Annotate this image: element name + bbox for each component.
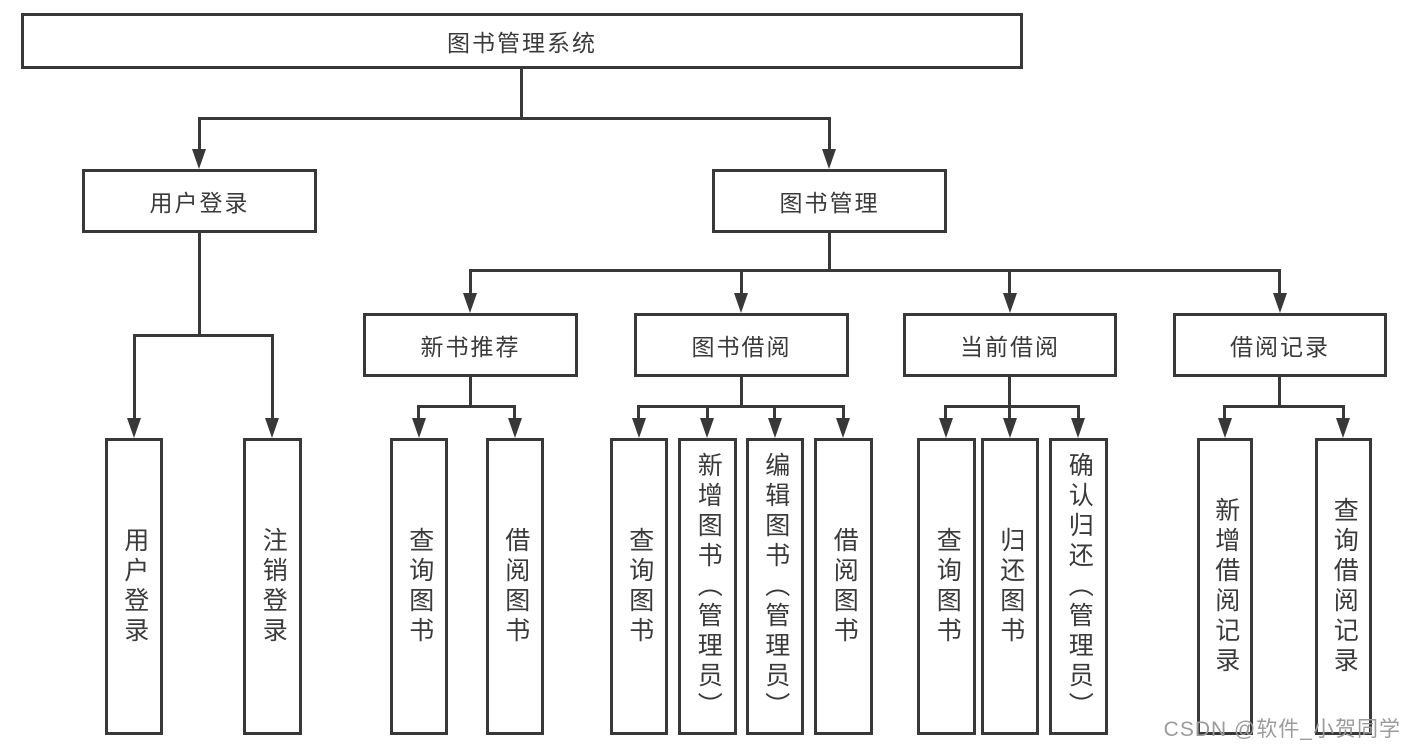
edge-line [198, 233, 201, 337]
leaf-edit-book-admin: 编辑图书（管理员） [746, 438, 804, 735]
node-current-borrowing: 当前借阅 [903, 313, 1117, 377]
node-user-login: 用户登录 [82, 169, 317, 233]
node-book-borrowing: 图书借阅 [634, 313, 849, 377]
edge-line [469, 377, 472, 408]
edge-arrowhead [632, 418, 646, 438]
edge-line [773, 405, 776, 420]
leaf-label: 确认归还（管理员） [1065, 451, 1094, 722]
edge-arrowhead [734, 293, 748, 313]
edge-line [740, 377, 743, 408]
leaf-label: 归还图书 [996, 526, 1025, 647]
edge-line [1342, 405, 1345, 420]
edge-arrowhead [265, 418, 279, 438]
leaf-label: 编辑图书（管理员） [761, 451, 790, 722]
edge-line [1077, 405, 1080, 420]
leaf-label: 查询借阅记录 [1330, 496, 1359, 677]
leaf-borrow-books-borrowing: 借阅图书 [814, 438, 873, 735]
leaf-label: 查询图书 [933, 526, 962, 647]
leaf-label: 查询图书 [625, 526, 654, 647]
edge-line [1008, 377, 1011, 408]
edge-line [828, 117, 831, 150]
leaf-label: 注销登录 [259, 526, 288, 647]
edge-line [637, 405, 844, 408]
edge-arrowhead [1003, 418, 1017, 438]
edge-arrowhead [412, 418, 426, 438]
edge-line [1008, 269, 1011, 293]
edge-line [706, 405, 709, 420]
leaf-return-book: 归还图书 [981, 438, 1039, 735]
leaf-query-books-recommend: 查询图书 [390, 438, 448, 735]
edge-line [944, 405, 1080, 408]
edge-arrowhead [1003, 293, 1017, 313]
leaf-user-login: 用户登录 [105, 438, 163, 735]
edge-line [828, 233, 831, 271]
leaf-logout: 注销登录 [243, 438, 302, 735]
edge-line [740, 269, 743, 293]
edge-arrowhead [127, 418, 141, 438]
leaf-borrow-books-recommend: 借阅图书 [486, 438, 544, 735]
leaf-confirm-return-admin: 确认归还（管理员） [1049, 438, 1108, 735]
edge-arrowhead [463, 293, 477, 313]
edge-arrowhead [1218, 418, 1232, 438]
leaf-label: 用户登录 [120, 526, 149, 647]
edge-line [469, 269, 472, 293]
leaf-query-books-borrowing: 查询图书 [610, 438, 668, 735]
node-borrowing-records: 借阅记录 [1173, 313, 1387, 377]
edge-line [1008, 405, 1011, 420]
edge-line [520, 69, 523, 120]
edge-line [469, 269, 1281, 272]
edge-line [133, 334, 136, 418]
edge-line [1278, 269, 1281, 293]
edge-line [198, 117, 831, 120]
edge-arrowhead [1071, 418, 1085, 438]
node-book-management: 图书管理 [712, 169, 947, 233]
edge-line [417, 405, 420, 420]
node-new-book-recommendation: 新书推荐 [363, 313, 578, 377]
edge-line [1278, 377, 1281, 408]
edge-line [842, 405, 845, 420]
edge-line [1223, 405, 1226, 420]
leaf-label: 借阅图书 [830, 526, 859, 647]
leaf-query-borrow-record: 查询借阅记录 [1315, 438, 1372, 735]
edge-line [133, 334, 274, 337]
leaf-label: 新增借阅记录 [1211, 496, 1240, 677]
edge-arrowhead [822, 149, 836, 169]
edge-arrowhead [1273, 293, 1287, 313]
edge-line [1223, 405, 1345, 408]
leaf-label: 新增图书（管理员） [694, 451, 723, 722]
leaf-query-books-current: 查询图书 [917, 438, 976, 735]
leaf-label: 借阅图书 [501, 526, 530, 647]
edge-line [513, 405, 516, 420]
leaf-add-borrow-record: 新增借阅记录 [1197, 438, 1253, 735]
edge-arrowhead [508, 418, 522, 438]
edge-arrowhead [768, 418, 782, 438]
edge-arrowhead [836, 418, 850, 438]
edge-arrowhead [192, 149, 206, 169]
edge-line [944, 405, 947, 420]
watermark: CSDN @软件_小贺同学 [1163, 718, 1401, 741]
edge-line [271, 334, 274, 418]
edge-arrowhead [939, 418, 953, 438]
node-root-system: 图书管理系统 [21, 13, 1023, 69]
leaf-add-book-admin: 新增图书（管理员） [678, 438, 737, 735]
leaf-label: 查询图书 [405, 526, 434, 647]
edge-line [637, 405, 640, 420]
edge-line [417, 405, 516, 408]
edge-line [198, 117, 201, 150]
edge-arrowhead [1336, 418, 1350, 438]
edge-arrowhead [700, 418, 714, 438]
